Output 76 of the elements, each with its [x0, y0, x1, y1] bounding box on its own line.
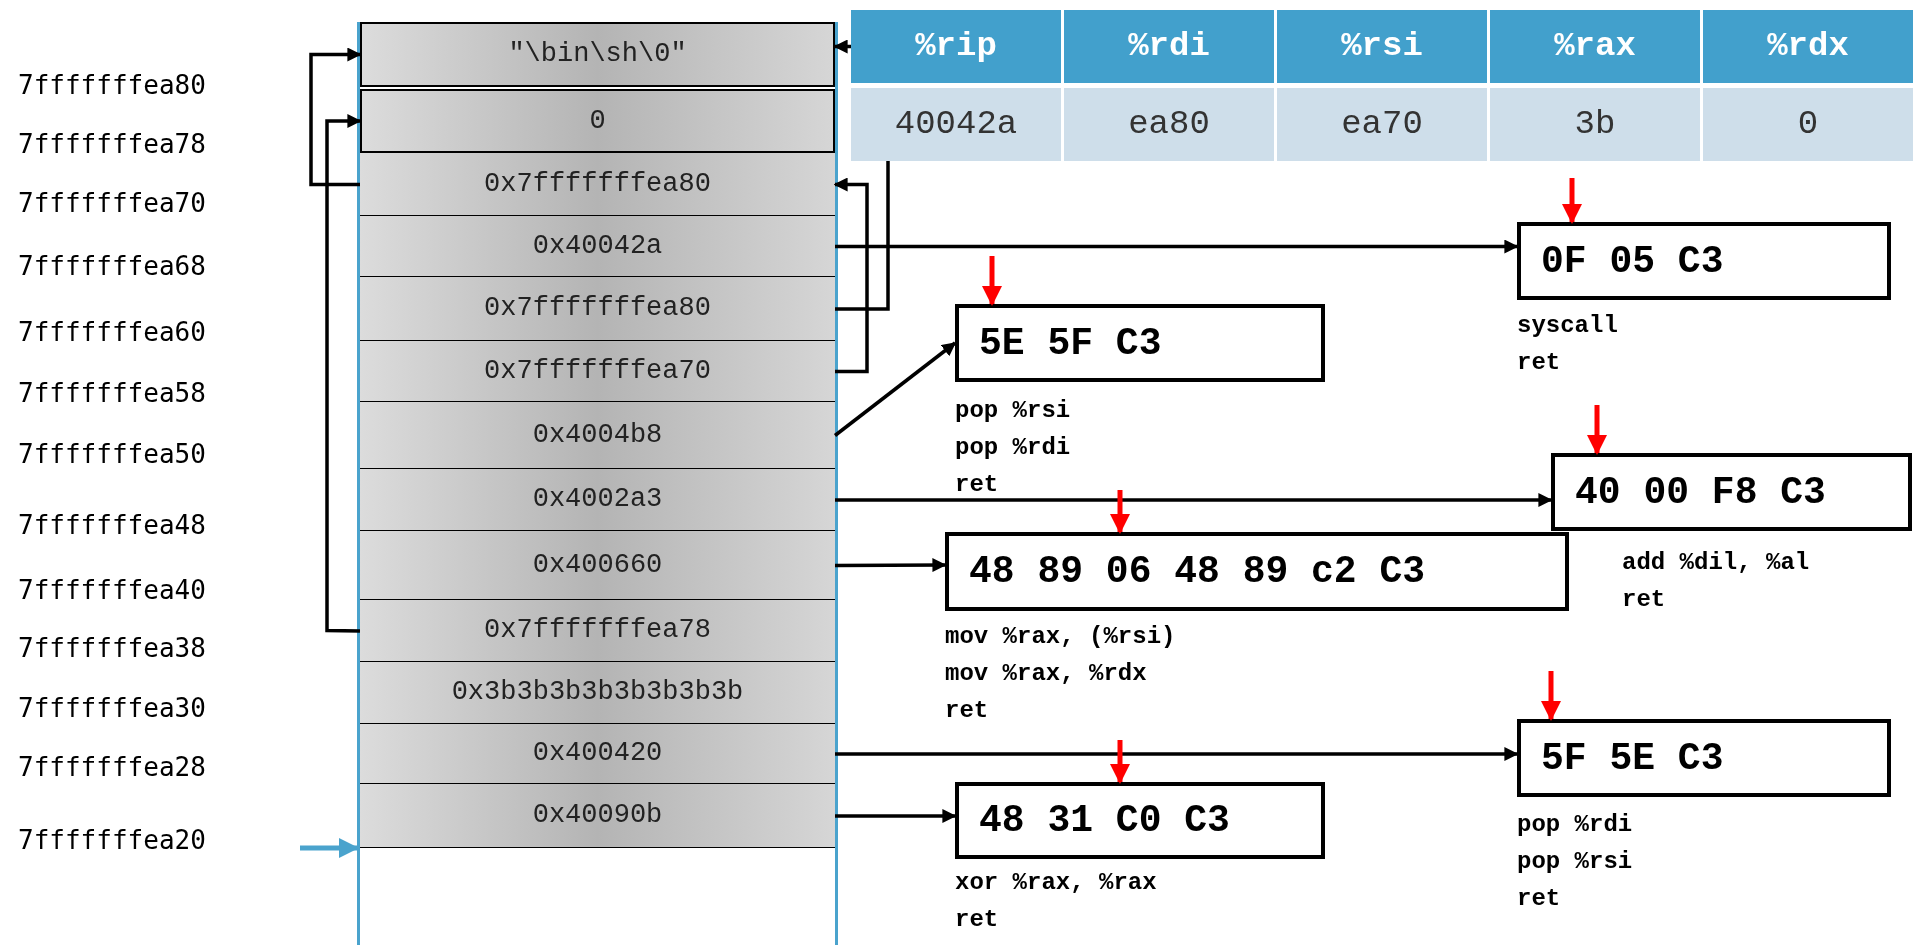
arrow — [833, 39, 851, 54]
instruction-text: mov %rax, (%rsi) — [945, 622, 1176, 652]
address-label: 7fffffffea60 — [18, 315, 207, 349]
gadget-box: 5F 5E C3 — [1517, 719, 1891, 797]
instruction-text: add %dil, %al — [1622, 548, 1810, 578]
stack-slot: 0x7fffffffea70 — [360, 341, 835, 402]
stack-slot: 0x4002a3 — [360, 469, 835, 531]
address-label: 7fffffffea68 — [18, 249, 207, 283]
stack-slot: 0x40042a — [360, 216, 835, 277]
register-value-cell: ea70 — [1277, 88, 1487, 161]
stack-slot: 0x7fffffffea78 — [360, 600, 835, 662]
arrow — [833, 341, 957, 437]
register-header-cell: %rsi — [1277, 10, 1487, 83]
instruction-text: pop %rdi — [1517, 810, 1633, 840]
instruction-text: pop %rdi — [955, 433, 1071, 463]
arrow — [1541, 671, 1561, 721]
gadget-box: 48 31 C0 C3 — [955, 782, 1325, 859]
register-header-cell: %rax — [1490, 10, 1700, 83]
address-label: 7fffffffea78 — [18, 127, 207, 161]
stack-slot: 0 — [360, 89, 835, 153]
arrow — [300, 838, 359, 858]
instruction-text: pop %rsi — [955, 396, 1071, 426]
stack-slot: 0x40090b — [360, 784, 835, 848]
stack-slot: 0x3b3b3b3b3b3b3b3b — [360, 662, 835, 724]
arrow — [309, 47, 362, 187]
address-label: 7fffffffea70 — [18, 186, 207, 220]
arrow — [1562, 178, 1582, 224]
instruction-text: ret — [1622, 585, 1667, 615]
instruction-text: ret — [955, 905, 1000, 935]
arrow — [1110, 740, 1130, 784]
stack-slot: 0x400420 — [360, 724, 835, 784]
stack-frame — [357, 22, 838, 945]
register-header-cell: %rip — [851, 10, 1061, 83]
arrow — [325, 114, 362, 633]
address-label: 7fffffffea58 — [18, 376, 207, 410]
connector-line — [835, 161, 890, 311]
register-value-cell: 3b — [1490, 88, 1700, 161]
instruction-text: pop %rsi — [1517, 847, 1633, 877]
instruction-text: ret — [1517, 884, 1562, 914]
stack-slot: 0x7fffffffea80 — [360, 277, 835, 341]
register-header-cell: %rdx — [1703, 10, 1913, 83]
address-label: 7fffffffea20 — [18, 823, 207, 857]
address-label: 7fffffffea50 — [18, 437, 207, 471]
stack-slot: 0x400660 — [360, 531, 835, 600]
address-label: 7fffffffea80 — [18, 68, 207, 102]
arrow — [835, 747, 1519, 761]
instruction-text: syscall — [1517, 311, 1618, 341]
address-label: 7fffffffea28 — [18, 750, 207, 784]
stack-slot: 0x4004b8 — [360, 402, 835, 469]
stack-slot: "\bin\sh\0" — [360, 22, 835, 87]
address-label: 7fffffffea40 — [18, 573, 207, 607]
arrow — [835, 239, 1519, 254]
gadget-box: 48 89 06 48 89 c2 C3 — [945, 532, 1569, 611]
arrow — [833, 177, 869, 374]
address-label: 7fffffffea48 — [18, 508, 207, 542]
stack-slot: 0x7fffffffea80 — [360, 153, 835, 216]
gadget-box: 0F 05 C3 — [1517, 222, 1891, 300]
arrow — [835, 493, 1553, 507]
address-label: 7fffffffea30 — [18, 691, 207, 725]
arrow — [1587, 405, 1607, 455]
gadget-box: 5E 5F C3 — [955, 304, 1325, 382]
address-label: 7fffffffea38 — [18, 631, 207, 665]
instruction-text: ret — [1517, 348, 1562, 378]
register-value-cell: 0 — [1703, 88, 1913, 161]
arrow — [835, 558, 947, 573]
instruction-text: xor %rax, %rax — [955, 868, 1157, 898]
arrow — [982, 256, 1002, 306]
register-value-cell: 40042a — [851, 88, 1061, 161]
register-value-cell: ea80 — [1064, 88, 1274, 161]
instruction-text: ret — [955, 470, 1000, 500]
gadget-box: 40 00 F8 C3 — [1551, 453, 1912, 531]
instruction-text: ret — [945, 696, 990, 726]
instruction-text: mov %rax, %rdx — [945, 659, 1148, 689]
register-header-cell: %rdi — [1064, 10, 1274, 83]
arrow — [1110, 490, 1130, 534]
arrow — [835, 809, 957, 823]
